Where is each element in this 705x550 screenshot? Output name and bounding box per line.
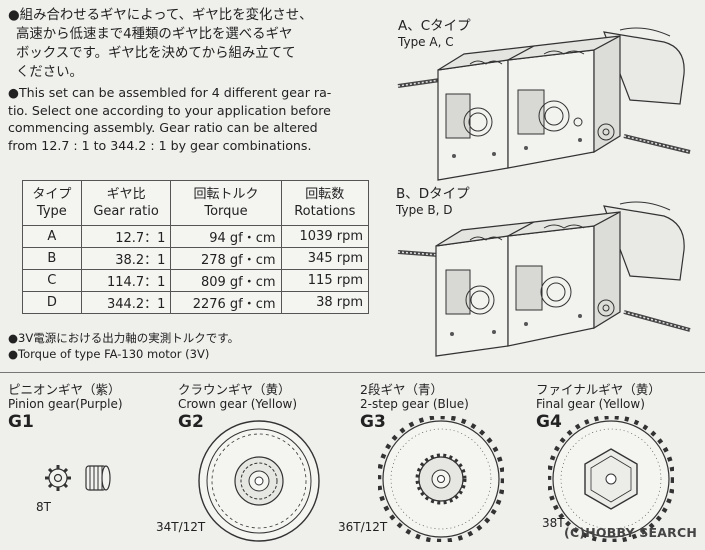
- table-row: C 114.7：1 809 gf・cm 115 rpm: [22, 269, 370, 292]
- intro-jp-line-4: ください。: [16, 65, 83, 80]
- watermark-logo: (C)HOBBY SEARCH: [564, 525, 697, 540]
- gearbox-ac-illustration: [397, 27, 691, 181]
- g2-teeth: 34T/12T: [156, 520, 206, 534]
- intro-jp-line-1: ●組み合わせるギヤによって、ギヤ比を変化させ、: [8, 8, 313, 23]
- gear-g4-label: ファイナルギヤ（黄） Final gear (Yellow) G4: [536, 382, 661, 432]
- g3-teeth: 36T/12T: [338, 520, 388, 534]
- table-row: A 12.7：1 94 gf・cm 1039 rpm: [22, 225, 370, 248]
- gearbox-bd-illustration: [397, 201, 691, 357]
- two-step-gear-icon: [378, 416, 504, 542]
- final-gear-icon: [548, 416, 674, 542]
- type-ac-label: A、Cタイプ Type A, C: [398, 18, 471, 49]
- gear-g2-label: クラウンギヤ（黄） Crown gear (Yellow) G2: [178, 382, 298, 432]
- gear-g1-label: ピニオンギヤ（紫） Pinion gear(Purple) G1: [8, 382, 123, 432]
- section-divider: [0, 372, 705, 373]
- intro-en-line-3: commencing assembly. Gear ratio can be a…: [8, 120, 318, 135]
- pinion-gear-icon: [45, 465, 111, 491]
- torque-notes: ●3V電源における出力軸の実測トルクです。 ●Torque of type FA…: [8, 330, 239, 362]
- note-en: ●Torque of type FA-130 motor (3V): [8, 347, 210, 361]
- note-jp: ●3V電源における出力軸の実測トルクです。: [8, 331, 240, 345]
- crown-gear-icon: [198, 420, 320, 542]
- g1-teeth: 8T: [36, 500, 51, 514]
- intro-jp-line-2: 高速から低速まで4種類のギヤ比を選べるギヤ: [16, 27, 293, 42]
- intro-text: ●組み合わせるギヤによって、ギヤ比を変化させ、 高速から低速まで4種類のギヤ比を…: [8, 6, 380, 154]
- intro-en-line-2: tio. Select one according to your applic…: [8, 102, 331, 118]
- intro-jp-line-3: ボックスです。ギヤ比を決めてから組み立てて: [16, 46, 296, 61]
- gear-g3-label: 2段ギヤ（青） 2-step gear (Blue) G3: [360, 382, 469, 432]
- table-row: D 344.2：1 2276 gf・cm 38 rpm: [22, 291, 370, 314]
- intro-en-line-4: from 12.7 : 1 to 344.2 : 1 by gear combi…: [8, 137, 312, 153]
- intro-en-line-1: ●This set can be assembled for 4 differe…: [8, 85, 332, 100]
- table-row: B 38.2：1 278 gf・cm 345 rpm: [22, 247, 370, 270]
- type-bd-label: B、Dタイプ Type B, D: [396, 186, 470, 217]
- g4-teeth: 38T: [542, 516, 565, 530]
